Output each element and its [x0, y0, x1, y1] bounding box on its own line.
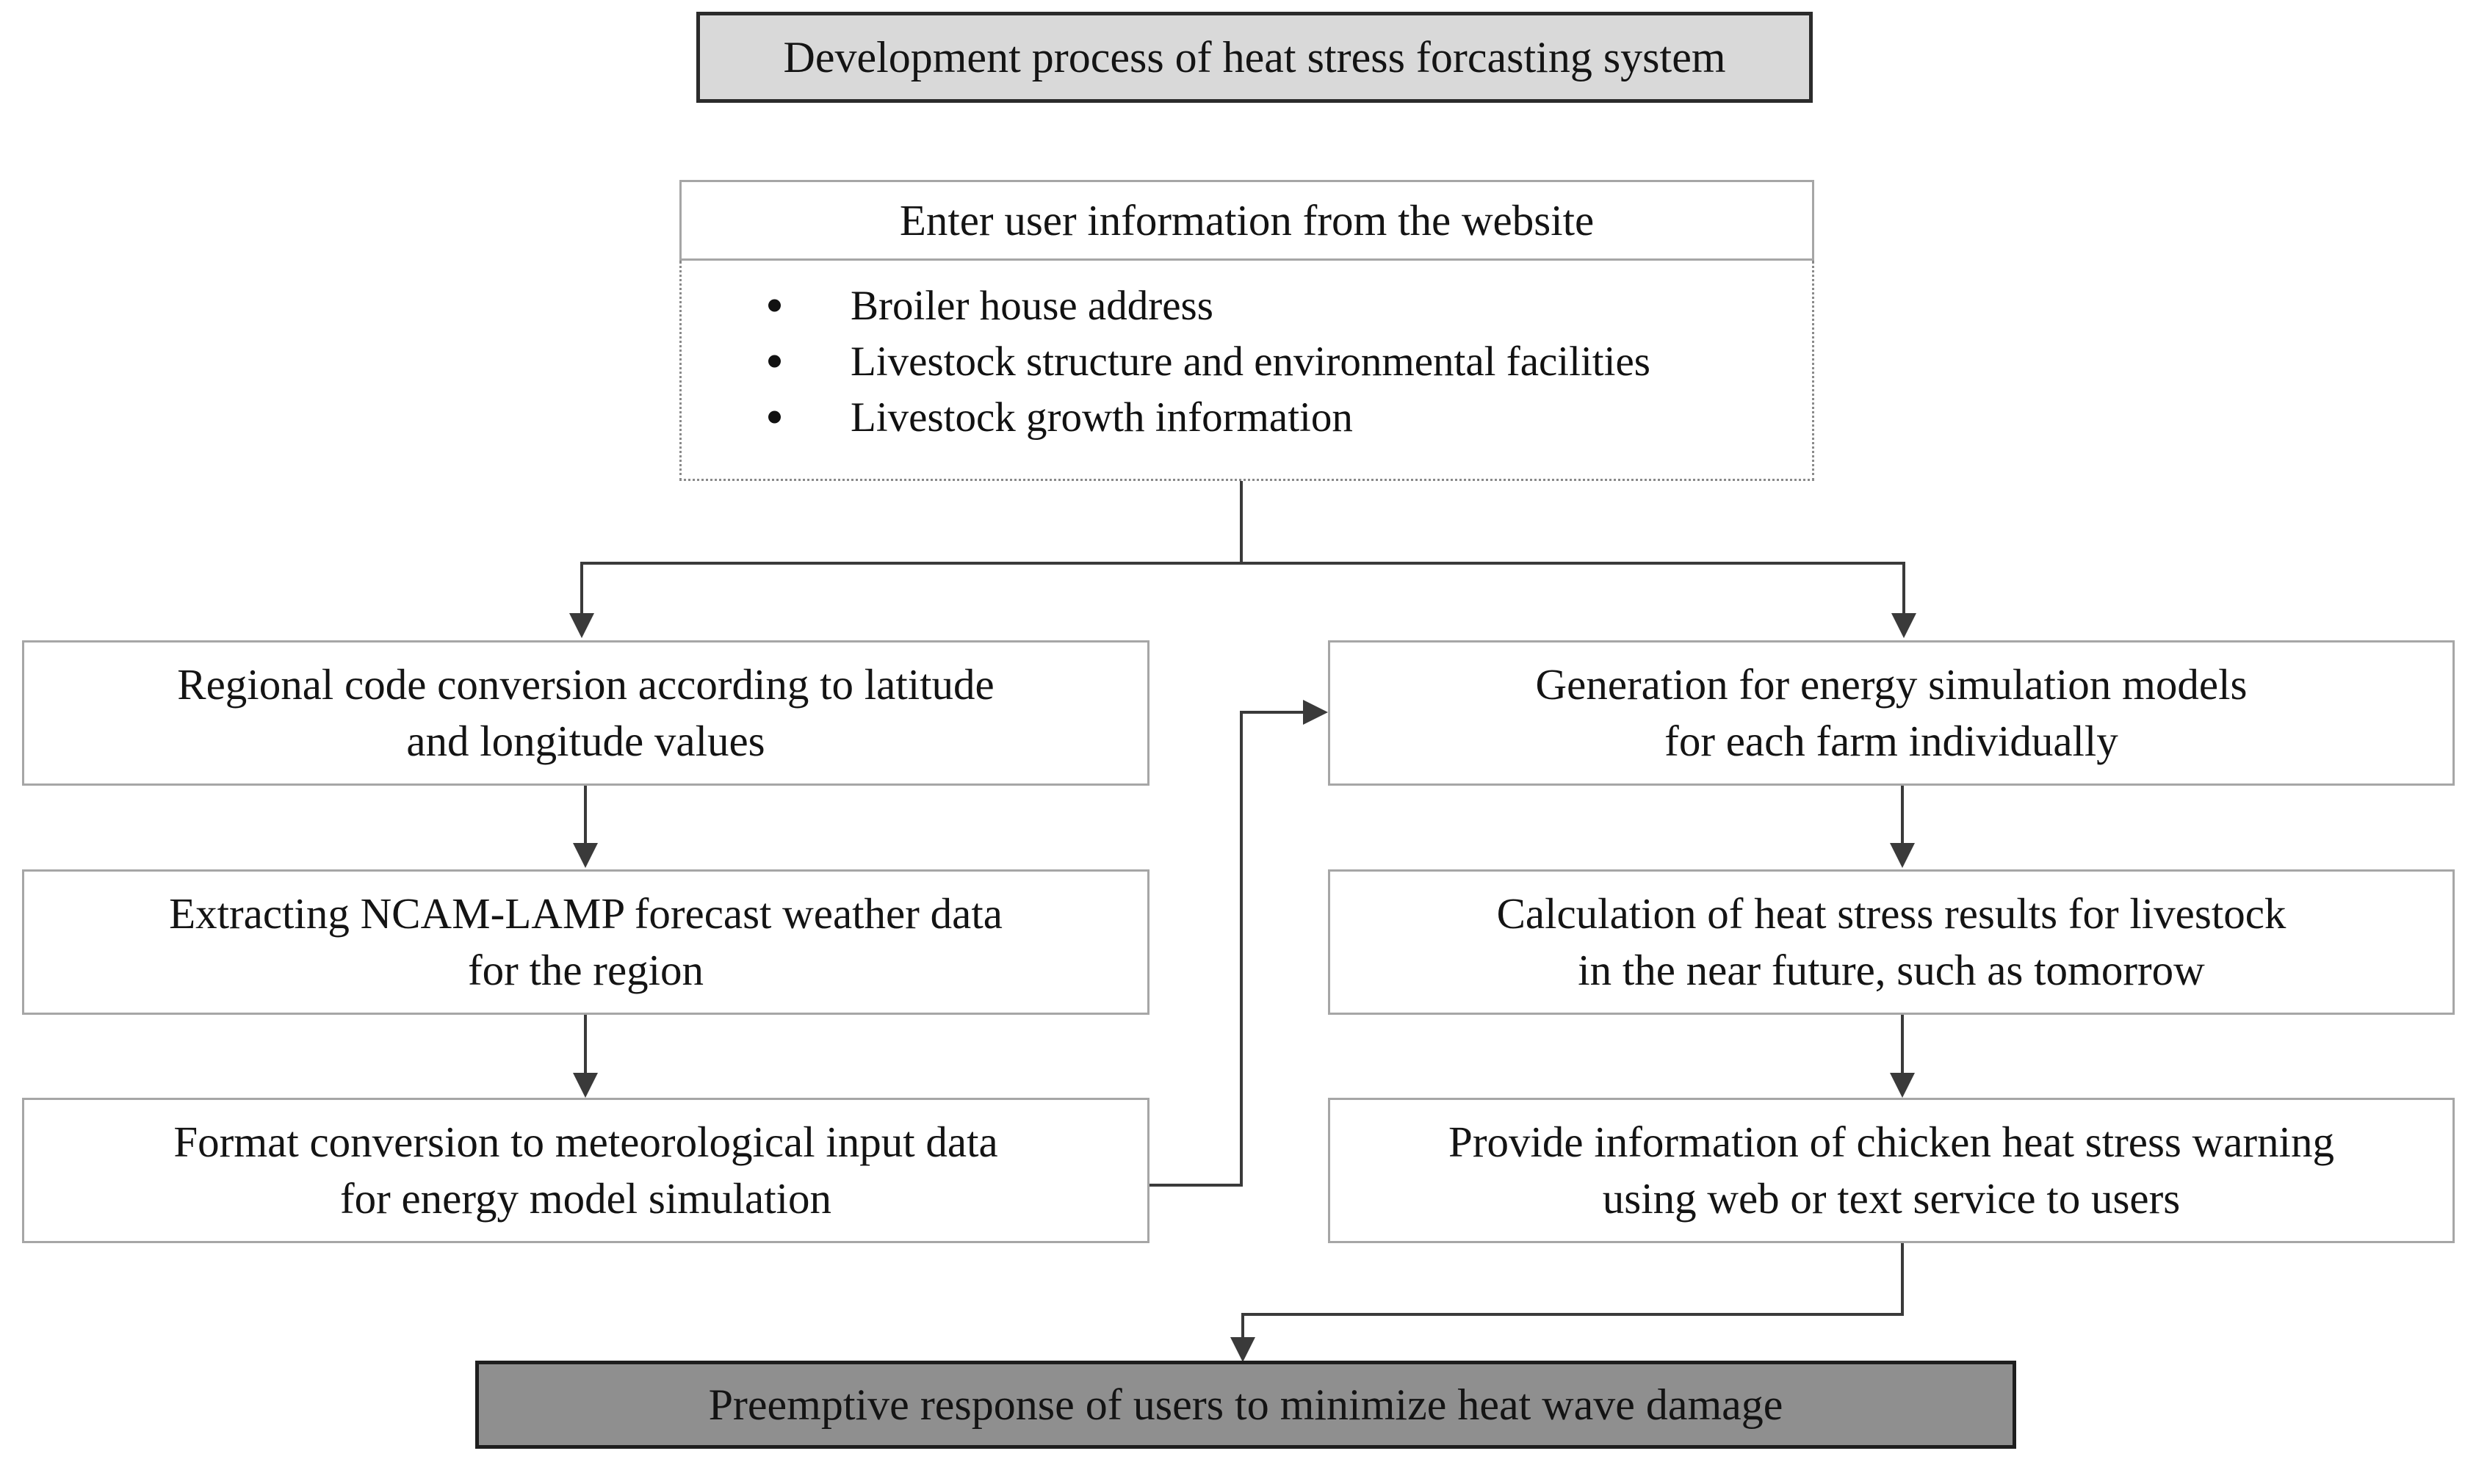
right-step-1-text: Generation for energy simulation models … — [1535, 660, 2248, 765]
connector-split-bar — [580, 562, 1905, 565]
user-info-header: Enter user information from the website — [679, 180, 1814, 261]
connector-merge-drop — [1241, 1313, 1244, 1337]
user-info-body: Broiler house address Livestock structur… — [679, 261, 1814, 481]
connector-left3-to-right1-vertical — [1240, 711, 1243, 1187]
left-step-1-text: Regional code conversion according to la… — [177, 660, 995, 765]
left-step-2: Extracting NCAM-LAMP forecast weather da… — [22, 869, 1149, 1015]
left-step-3-text: Format conversion to meteorological inpu… — [173, 1118, 998, 1223]
right-step-2-text: Calculation of heat stress results for l… — [1496, 889, 2286, 994]
connector-merge-horizontal — [1241, 1313, 1904, 1316]
arrow-down-icon — [1230, 1337, 1255, 1362]
right-step-2: Calculation of heat stress results for l… — [1328, 869, 2455, 1015]
connector-right-2-3 — [1901, 1015, 1904, 1073]
arrow-down-icon — [1891, 613, 1916, 638]
bullet-text: Livestock structure and environmental fa… — [851, 338, 1650, 385]
arrow-right-icon — [1303, 700, 1328, 725]
bullet-text: Livestock growth information — [851, 394, 1353, 441]
connector-left3-to-right1-entry — [1240, 711, 1304, 714]
connector-left-1-2 — [584, 786, 587, 843]
arrow-down-icon — [573, 1073, 598, 1098]
title-box: Development process of heat stress forca… — [696, 12, 1813, 103]
right-step-1: Generation for energy simulation models … — [1328, 640, 2455, 786]
connector-split-stem — [1240, 481, 1243, 563]
left-step-1: Regional code conversion according to la… — [22, 640, 1149, 786]
left-step-3: Format conversion to meteorological inpu… — [22, 1098, 1149, 1243]
bullet-text: Broiler house address — [851, 282, 1213, 329]
result-box: Preemptive response of users to minimize… — [475, 1361, 2016, 1449]
connector-merge-vertical-right — [1901, 1243, 1904, 1314]
list-item: Livestock structure and environmental fa… — [768, 336, 1812, 387]
user-info-bullet-list: Broiler house address Livestock structur… — [682, 280, 1812, 443]
list-item: Livestock growth information — [768, 391, 1812, 443]
connector-split-left-drop — [580, 562, 583, 613]
user-info-header-text: Enter user information from the website — [899, 195, 1595, 245]
arrow-down-icon — [1890, 843, 1915, 868]
arrow-down-icon — [573, 843, 598, 868]
arrow-down-icon — [1890, 1073, 1915, 1098]
list-item: Broiler house address — [768, 280, 1812, 331]
title-text: Development process of heat stress forca… — [783, 33, 1726, 82]
right-step-3-text: Provide information of chicken heat stre… — [1448, 1118, 2334, 1223]
result-text: Preemptive response of users to minimize… — [708, 1380, 1783, 1429]
connector-right-1-2 — [1901, 786, 1904, 843]
connector-left-2-3 — [584, 1015, 587, 1073]
arrow-down-icon — [569, 613, 594, 638]
left-step-2-text: Extracting NCAM-LAMP forecast weather da… — [169, 889, 1003, 994]
connector-left3-to-right1-horizontal — [1149, 1184, 1243, 1187]
right-step-3: Provide information of chicken heat stre… — [1328, 1098, 2455, 1243]
connector-split-right-drop — [1902, 562, 1905, 613]
